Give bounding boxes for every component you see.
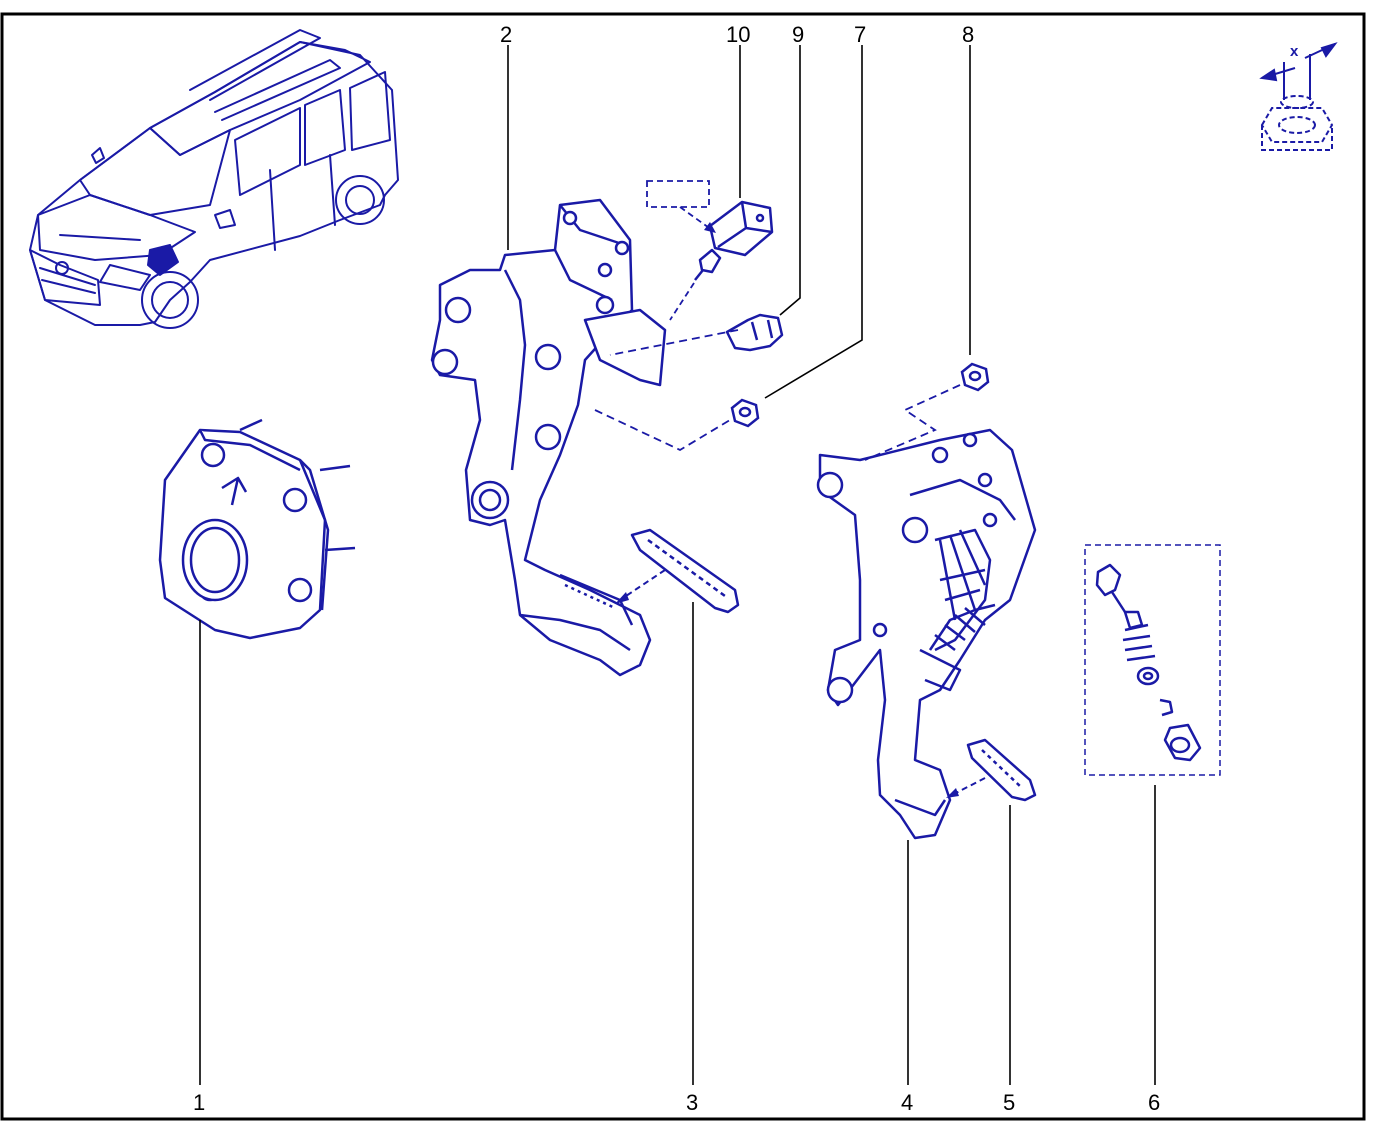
callout-9: 9	[792, 22, 804, 47]
part-5-brake-pad	[966, 738, 1037, 802]
part-10-arrowhead	[704, 222, 716, 233]
vehicle-illustration	[29, 29, 399, 329]
tightening-torque-icon	[1259, 42, 1338, 151]
callout-3: 3	[686, 1090, 698, 1115]
callout-1: 1	[193, 1090, 205, 1115]
callout-8: 8	[962, 22, 974, 47]
callout-4: 4	[901, 1090, 913, 1115]
part-7-fit-line	[594, 409, 731, 452]
part-7-bush	[730, 398, 760, 428]
tightening-symbol-label: x	[1290, 43, 1299, 60]
part-6-spring-kit	[1095, 563, 1202, 762]
part-10-switch	[694, 200, 774, 281]
leader-9	[779, 45, 801, 316]
diagram-border	[0, 12, 1366, 1121]
part-10-connector-box	[646, 180, 710, 208]
part-4-brake-pedal	[816, 428, 1037, 840]
callout-2: 2	[500, 22, 512, 47]
part-3-pedal-pad	[630, 528, 740, 614]
part-3-insertion-arrow	[619, 569, 666, 601]
callout-6: 6	[1148, 1090, 1160, 1115]
part-10-connector-line	[679, 206, 713, 231]
part-6-kit-box	[1084, 544, 1221, 776]
part-3-arrowhead	[615, 592, 629, 604]
part-8-bush	[960, 362, 990, 392]
leader-7	[764, 45, 863, 399]
callout-5: 5	[1003, 1090, 1015, 1115]
part-8-fit-line	[864, 384, 961, 461]
part-2-pedal-assembly	[430, 198, 667, 677]
callout-7: 7	[854, 22, 866, 47]
part-5-arrowhead	[946, 788, 959, 798]
part-10-fit-line	[669, 282, 695, 321]
part-1-bracket	[158, 418, 356, 640]
part-9-clip	[725, 313, 784, 352]
leader-lines	[199, 45, 1156, 1085]
callout-10: 10	[726, 22, 750, 47]
part-9-fit-line	[609, 329, 739, 356]
